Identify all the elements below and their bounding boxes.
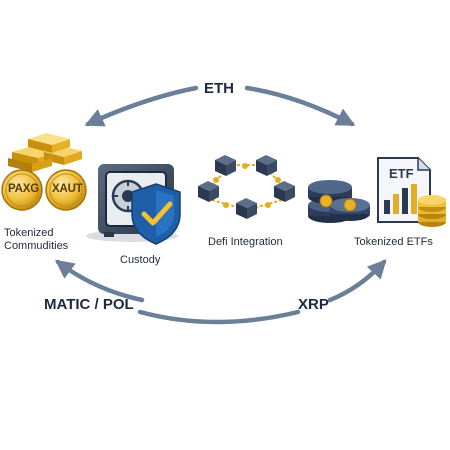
chain-label-xrp: XRP bbox=[298, 296, 329, 313]
etf-document-text: ETF bbox=[389, 166, 414, 181]
commodities-label-line2: Commudities bbox=[4, 240, 69, 252]
coin-xaut-icon bbox=[45, 169, 87, 211]
blockchain-network-icon bbox=[198, 155, 295, 219]
bottom-cycle-arrow bbox=[54, 259, 387, 325]
etf-document-icon bbox=[377, 157, 431, 223]
coin-xaut-label: XAUT bbox=[52, 183, 83, 195]
gold-bars-icon bbox=[8, 133, 82, 172]
tokenized-etfs-label: Tokenized ETFs bbox=[354, 236, 433, 248]
top-cycle-arrow bbox=[84, 85, 356, 127]
shield-check-icon bbox=[131, 183, 181, 245]
chain-label-eth: ETH bbox=[204, 80, 234, 97]
chain-label-matic-pol: MATIC / POL bbox=[44, 296, 134, 313]
commodities-label-line1: Tokenized bbox=[4, 227, 54, 239]
defi-integration-label: Defi Integration bbox=[208, 236, 283, 248]
coin-paxg-icon bbox=[1, 169, 43, 211]
gold-coin-stack-icon bbox=[418, 195, 446, 227]
coin-stack-icon bbox=[308, 180, 370, 223]
coin-paxg-label: PAXG bbox=[8, 183, 39, 195]
custody-label: Custody bbox=[120, 254, 161, 266]
